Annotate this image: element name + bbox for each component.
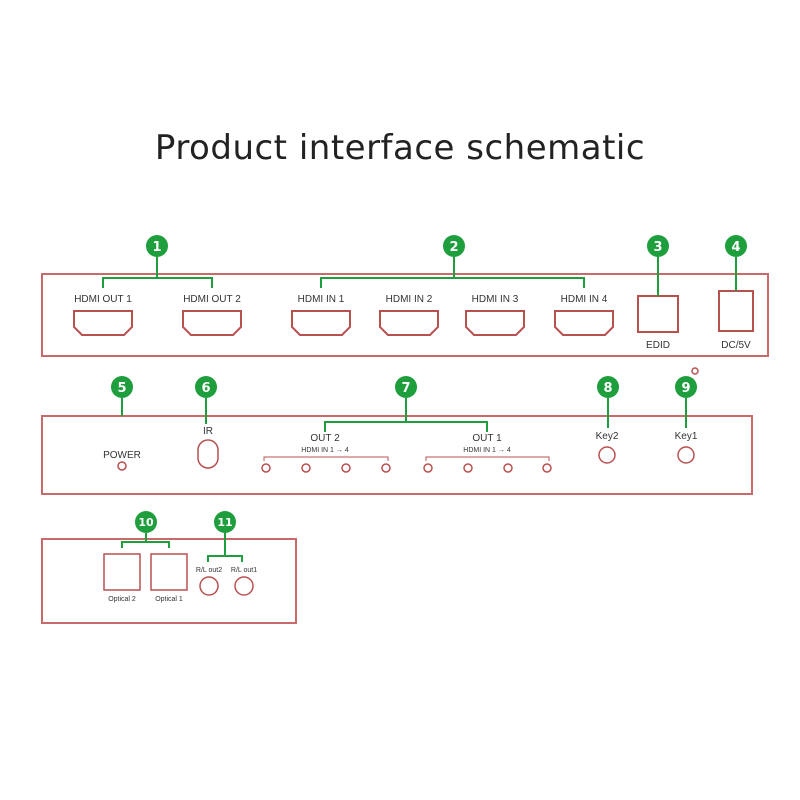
rear-panel [41,273,769,357]
callout-9-number: 9 [681,381,690,396]
dc-label: DC/5V [721,340,751,351]
edid-switch [637,295,679,333]
out2-led-3 [341,463,351,473]
page-title: Product interface schematic [154,128,646,168]
power-label: POWER [103,450,141,461]
callout-1-circle [146,235,168,257]
callout-11-circle [214,511,236,533]
hdmi-in-2-label: HDMI IN 2 [386,294,433,305]
callout-10-circle [135,511,157,533]
callout-1-number: 1 [152,240,161,255]
rl-out1-jack [234,576,254,596]
out1-range-label: HDMI IN 1 → 4 [463,447,511,454]
optical-2-label: Optical 2 [108,596,136,603]
optical-1-label: Optical 1 [155,596,183,603]
callout-7-circle [395,376,417,398]
out1-led-bracket [425,456,550,461]
callout-1-bracket [102,257,213,288]
out1-led-1 [423,463,433,473]
callout-2-bracket [320,257,585,288]
rl-out2-label: R/L out2 [196,567,222,574]
key2-button [598,446,616,464]
dc-jack [718,290,754,332]
callout-11-number: 11 [217,516,232,529]
callout-9-circle [675,376,697,398]
hdmi-out-2-port [182,310,242,336]
callout-10-number: 10 [138,516,154,529]
hdmi-in-4-label: HDMI IN 4 [561,294,608,305]
callout-5-circle [111,376,133,398]
optical-1-port [150,553,188,591]
callout-5-number: 5 [117,381,126,396]
callout-3-circle [647,235,669,257]
callout-7-bracket [324,398,488,432]
key1-indicator [691,367,699,375]
power-led [117,461,127,471]
key1-label: Key1 [675,431,698,442]
callout-10-bracket [121,533,170,548]
callout-6-circle [195,376,217,398]
out1-label: OUT 1 [472,433,502,444]
key1-button [677,446,695,464]
audio-panel [41,538,297,624]
hdmi-in-3-port [465,310,525,336]
callout-11-bracket [207,533,243,562]
optical-2-port [103,553,141,591]
rl-out2-jack [199,576,219,596]
out2-label: OUT 2 [310,433,340,444]
callout-8-circle [597,376,619,398]
callout-3-number: 3 [653,240,662,255]
hdmi-out-1-label: HDMI OUT 1 [74,294,132,305]
ir-label: IR [203,426,213,437]
callout-4-number: 4 [731,240,740,255]
out1-led-3 [503,463,513,473]
hdmi-out-1-port [73,310,133,336]
callout-markers: 1 2 3 4 5 6 7 8 9 10 11 [111,235,747,533]
front-panel [41,415,753,495]
rl-out1-label: R/L out1 [231,567,257,574]
hdmi-out-2-label: HDMI OUT 2 [183,294,241,305]
hdmi-in-1-label: HDMI IN 1 [298,294,345,305]
hdmi-in-1-port [291,310,351,336]
key2-label: Key2 [596,431,619,442]
out1-led-4 [542,463,552,473]
callout-4-circle [725,235,747,257]
callout-2-circle [443,235,465,257]
out2-led-4 [381,463,391,473]
out2-led-2 [301,463,311,473]
edid-label: EDID [646,340,670,351]
callout-6-number: 6 [201,381,210,396]
callout-8-number: 8 [603,381,612,396]
ir-window [197,439,219,469]
out2-led-1 [261,463,271,473]
hdmi-in-4-port [554,310,614,336]
callout-2-number: 2 [449,240,458,255]
callout-7-number: 7 [401,381,410,396]
hdmi-in-2-port [379,310,439,336]
out2-range-label: HDMI IN 1 → 4 [301,447,349,454]
hdmi-in-3-label: HDMI IN 3 [472,294,519,305]
out1-led-2 [463,463,473,473]
out2-led-bracket [263,456,389,461]
